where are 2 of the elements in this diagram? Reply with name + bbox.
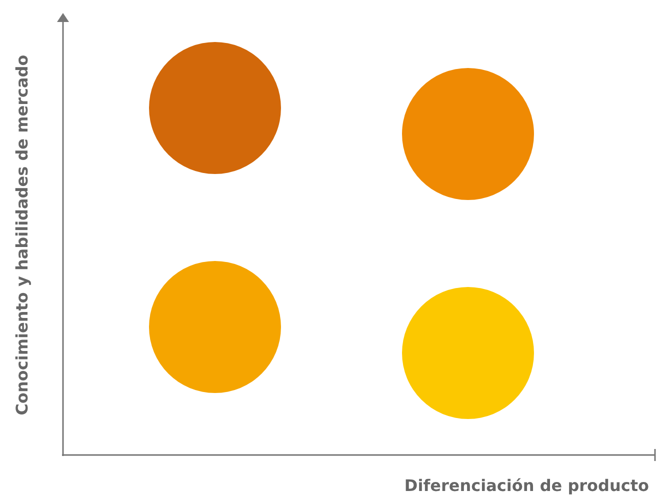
y-axis-label: Conocimiento y habilidades de mercado [12,54,32,416]
x-axis-label: Diferenciación de producto [404,476,649,495]
